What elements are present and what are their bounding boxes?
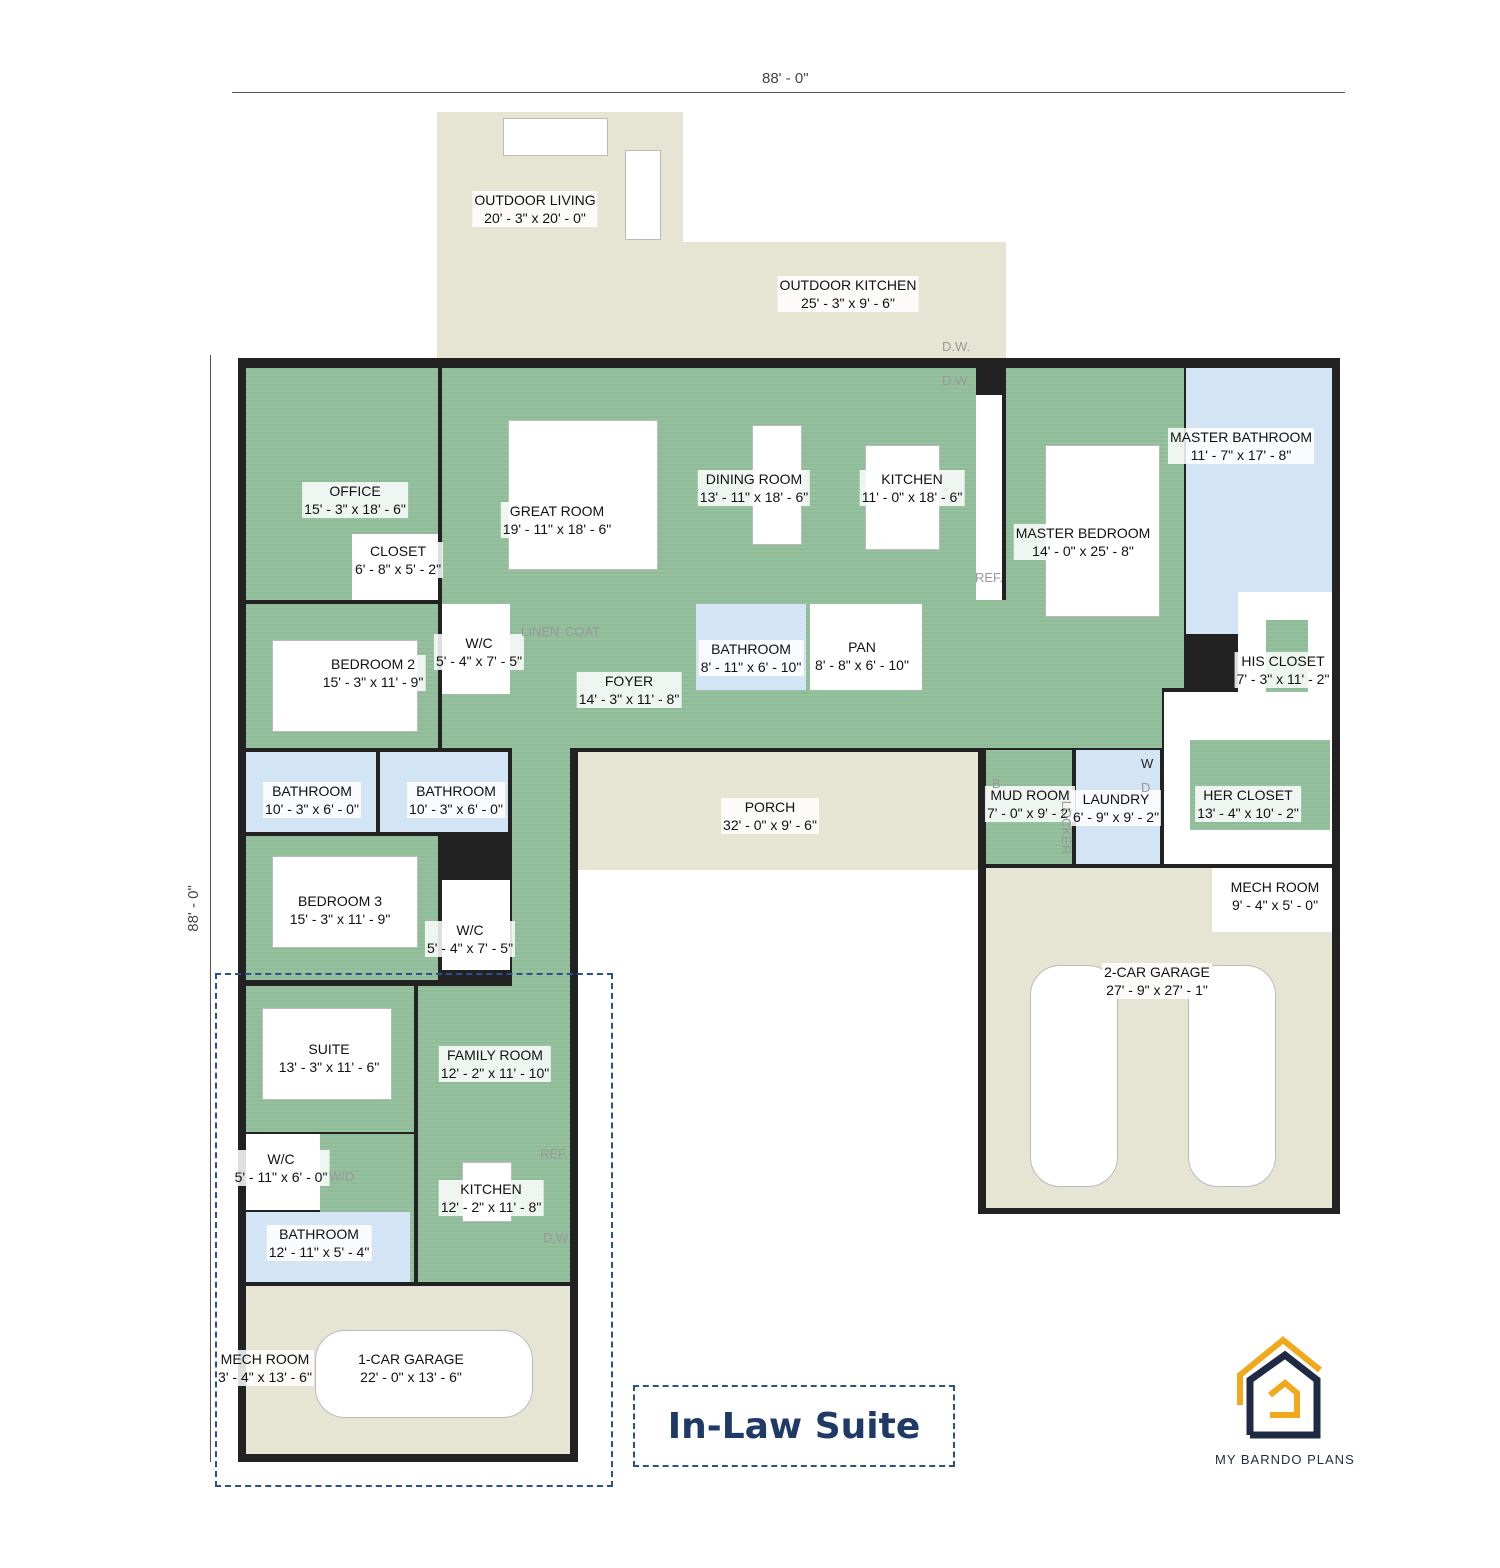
outdoor-loveseat <box>625 150 661 240</box>
dishwasher-label: D.W. <box>543 1230 572 1245</box>
washer-label: W <box>1141 756 1154 771</box>
my-barndo-plans-logo <box>1237 1336 1322 1439</box>
dishwasher-label: D.W. <box>942 373 971 388</box>
linen-label: LINEN <box>521 624 560 639</box>
width-dimension: 88' - 0" <box>762 70 809 87</box>
in-law-suite-callout: In-Law Suite <box>633 1385 955 1467</box>
logo-text: MY BARNDO PLANS <box>1215 1452 1355 1467</box>
hallway-left <box>512 748 570 988</box>
dryer-label: D <box>1141 780 1151 795</box>
bench-label: B <box>992 776 1001 791</box>
callout-text: In-Law Suite <box>667 1405 921 1447</box>
family-room-kitchen <box>418 986 570 1282</box>
depth-dimension-line <box>210 355 211 1462</box>
car-1 <box>1030 965 1118 1187</box>
car-2 <box>1188 965 1276 1187</box>
dishwasher-label: D.W. <box>942 339 971 354</box>
refrigerator-label: REF. <box>540 1146 569 1161</box>
in-law-suite-boundary <box>215 973 613 1487</box>
washer-dryer-label: W/D <box>329 1169 355 1184</box>
coat-label: COAT <box>565 624 601 639</box>
width-dimension-line <box>232 92 1345 93</box>
refrigerator-label: REF. <box>975 570 1004 585</box>
sofa <box>508 420 658 570</box>
outdoor-sofa <box>503 118 608 156</box>
locker-label: LOCKER <box>1059 800 1075 855</box>
master-bathroom <box>1186 368 1332 634</box>
depth-dimension: 88' - 0" <box>184 885 202 932</box>
